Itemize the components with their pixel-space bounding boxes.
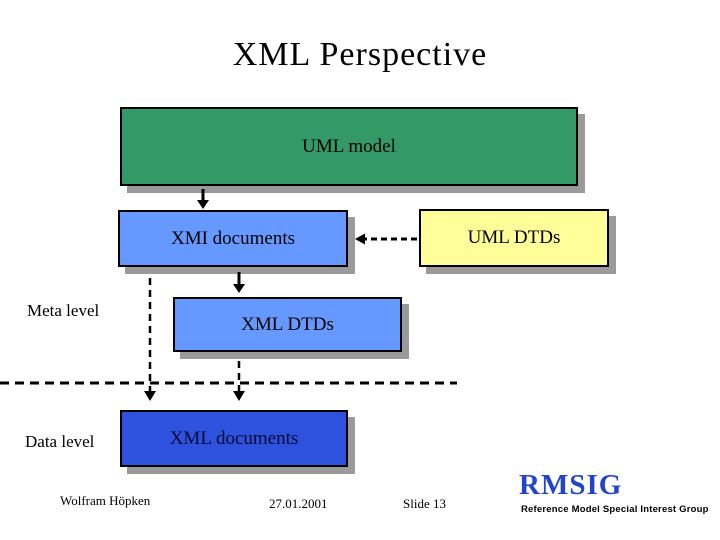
footer-date: 27.01.2001 xyxy=(269,496,328,511)
box-xml-dtds: XML DTDs xyxy=(173,297,402,352)
box-xml-dtds-label: XML DTDs xyxy=(241,313,334,335)
rmsig-logo: RMSIG xyxy=(519,469,623,501)
box-xml-documents-label: XML documents xyxy=(169,427,299,449)
label-meta-level: Meta level xyxy=(27,301,100,320)
box-xml-documents: XML documents xyxy=(120,410,348,467)
box-uml-dtds-label: UML DTDs xyxy=(467,227,561,248)
arrow-xmi-documents-to-xml-dtds xyxy=(233,272,245,293)
box-uml-dtds: UML DTDs xyxy=(419,209,609,267)
rmsig-logo-subtitle: Reference Model Special Interest Group xyxy=(521,504,709,515)
dashed-arrow-uml-dtds-to-xmi-documents xyxy=(355,233,417,245)
label-data-level: Data level xyxy=(25,432,95,451)
footer-slide-number: Slide 13 xyxy=(403,496,446,511)
box-uml-model-label: UML model xyxy=(302,135,396,157)
box-xmi-documents-label: XMI documents xyxy=(170,227,295,249)
arrow-uml-model-to-xmi-documents xyxy=(197,189,209,209)
page-title: XML Perspective xyxy=(232,36,488,73)
box-uml-model: UML model xyxy=(120,107,578,186)
box-xmi-documents: XMI documents xyxy=(118,210,348,267)
footer-author: Wolfram Höpken xyxy=(60,493,151,508)
dashed-arrow-xml-dtds-to-xml-documents xyxy=(233,361,245,401)
dashed-arrow-xmi-documents-to-xml-documents xyxy=(144,278,156,401)
